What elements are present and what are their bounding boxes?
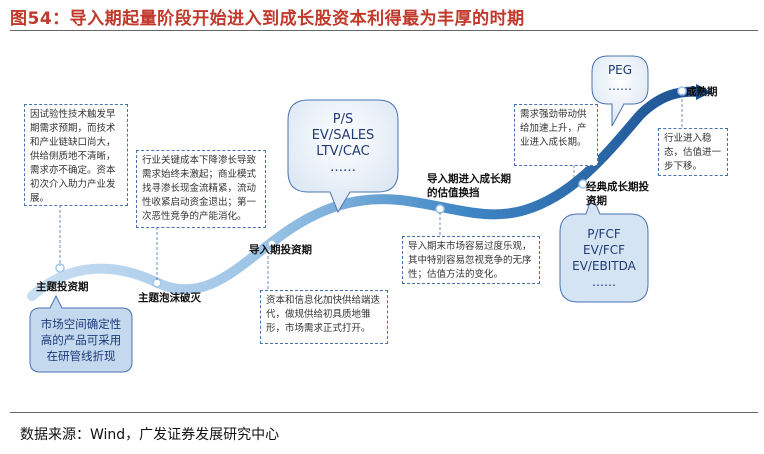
stage-theme-bubble: 主题泡沫破灭	[138, 292, 201, 304]
ltv-cac-item: LTV/CAC	[316, 144, 370, 159]
note-mature: 行业进入稳态，估值进一步下移。	[658, 128, 728, 176]
ev-fcf-item: EV/FCF	[582, 243, 626, 257]
marker-theme-bubble	[152, 278, 162, 288]
ev-ebitda-item: EV/EBITDA	[572, 259, 636, 273]
note-bubble-burst: 行业关键成本下降渗长导致需求始终未激起；商业模式找寻渗长现金流精紧，流动性收紧启…	[136, 150, 266, 228]
curve-arrow	[696, 84, 712, 100]
pfcf-bubble-shape	[559, 194, 649, 303]
source-divider	[10, 412, 758, 413]
stage-intro-invest: 导入期投资期	[249, 244, 312, 256]
note-demand-growth: 需求强劲带动供给加速上升，产业进入成长期。	[514, 104, 598, 166]
peg-item: PEG	[607, 63, 633, 77]
marker-theme-invest	[55, 263, 65, 273]
ps-item: P/S	[332, 112, 354, 127]
ps-bubble-shape	[287, 99, 399, 214]
marker-intro-growth	[435, 204, 445, 214]
note-early-tech: 因试验性技术触发早期需求预期，而技术和产业链缺口尚大，供给侧质地不清晰，需求亦不…	[24, 104, 128, 206]
ps-valuation-list: P/S EV/SALES LTV/CAC ……	[288, 112, 398, 176]
ev-sales-item: EV/SALES	[311, 128, 375, 143]
peg-bubble-shape	[591, 55, 649, 127]
pfcf-item: P/FCF	[587, 227, 621, 241]
marker-classic-growth	[578, 179, 588, 189]
stage-theme-invest: 主题投资期	[36, 281, 89, 293]
stage-intro-to-growth: 导入期进入成长期的估值换挡	[427, 173, 511, 199]
ps-ellipsis: ……	[330, 160, 356, 175]
note-intro-supply: 资本和信息化加快供给端迭代，做规供给初具质地雏形，市场需求正式打开。	[260, 290, 388, 344]
peg-valuation-list: PEG ……	[592, 62, 648, 94]
marker-mature	[677, 86, 687, 96]
pfcf-ellipsis: ……	[592, 275, 616, 289]
note-intro-optimism: 导入期末市场容易过度乐观，其中特别容易忽视竞争的无序性；估值方法的变化。	[402, 236, 540, 284]
figure-title: 图54：导入期起量阶段开始进入到成长股资本利得最为丰厚的时期	[10, 9, 525, 29]
stage-classic-growth: 经典成长期投资期	[586, 181, 649, 207]
rnpv-bubble-shape	[29, 294, 133, 373]
data-source: 数据来源：Wind，广发证券发展研究中心	[20, 427, 280, 443]
pfcf-valuation-list: P/FCF EV/FCF EV/EBITDA ……	[560, 226, 648, 290]
title-underline	[10, 30, 758, 31]
peg-ellipsis: ……	[608, 79, 632, 93]
rnpv-note: 市场空间确定性高的产品可采用在研管线折现	[40, 317, 122, 363]
stage-mature: 成熟期	[686, 86, 718, 98]
marker-intro-invest	[267, 239, 277, 249]
